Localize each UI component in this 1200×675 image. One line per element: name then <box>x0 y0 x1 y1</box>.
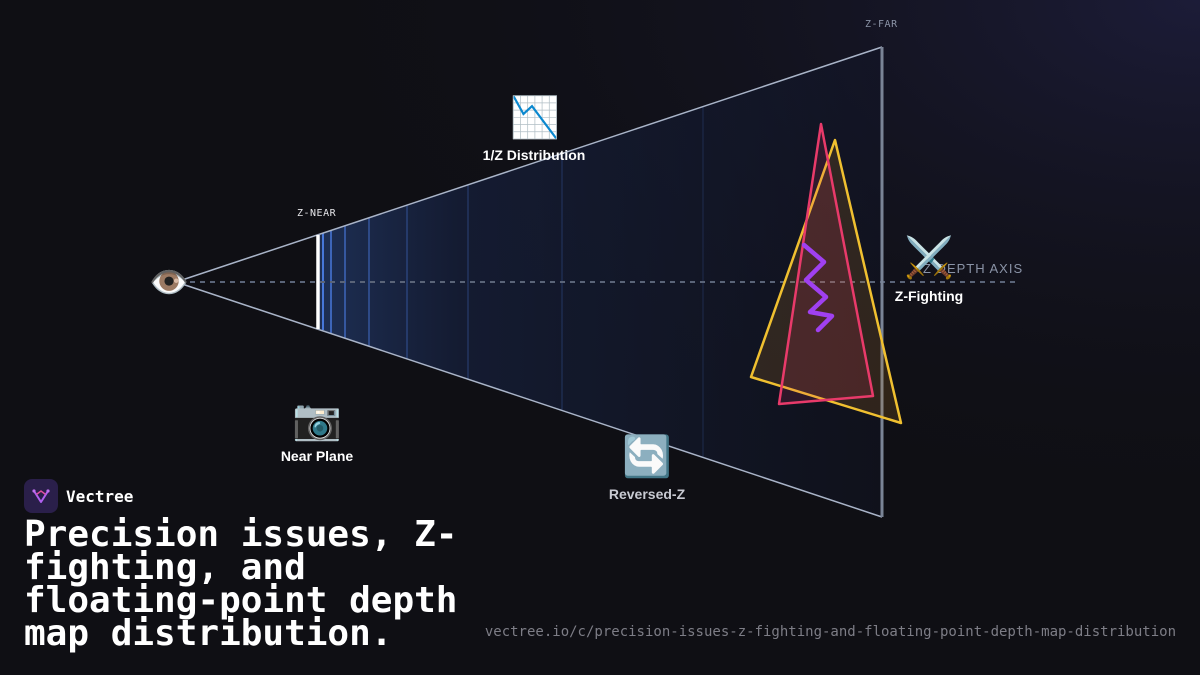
reversed-arrows-icon: 🔄 <box>622 434 672 480</box>
brand: Vectree <box>24 479 133 513</box>
brand-name: Vectree <box>66 486 134 506</box>
camera-icon: 📷 <box>292 397 342 443</box>
vectree-logo-icon <box>24 479 58 513</box>
near-plane-label: Near Plane <box>280 448 354 464</box>
depth-axis-label: Z DEPTH AXIS <box>923 261 1024 276</box>
frustum-bottom-edge <box>169 279 883 518</box>
crossed-swords-icon: ⚔️ <box>904 235 954 281</box>
eye-icon: 👁️ <box>149 263 189 301</box>
reversed-z-label: Reversed-Z <box>608 486 686 502</box>
chart-decreasing-icon: 📉 <box>510 95 560 141</box>
z-far-label: Z-FAR <box>865 19 898 30</box>
distribution-label: 1/Z Distribution <box>482 147 586 163</box>
page-url[interactable]: vectree.io/c/precision-issues-z-fighting… <box>484 624 1176 640</box>
z-fighting-label: Z-Fighting <box>894 288 964 304</box>
vectree-logo-mark <box>32 489 50 503</box>
z-fighting-triangle-red <box>777 122 875 406</box>
z-near-label: Z-NEAR <box>297 208 337 219</box>
frustum-top-edge <box>169 46 883 285</box>
z-fighting-flicker-zigzag <box>801 242 835 333</box>
page-title: Precision issues, Z-fighting, and floati… <box>24 514 458 654</box>
